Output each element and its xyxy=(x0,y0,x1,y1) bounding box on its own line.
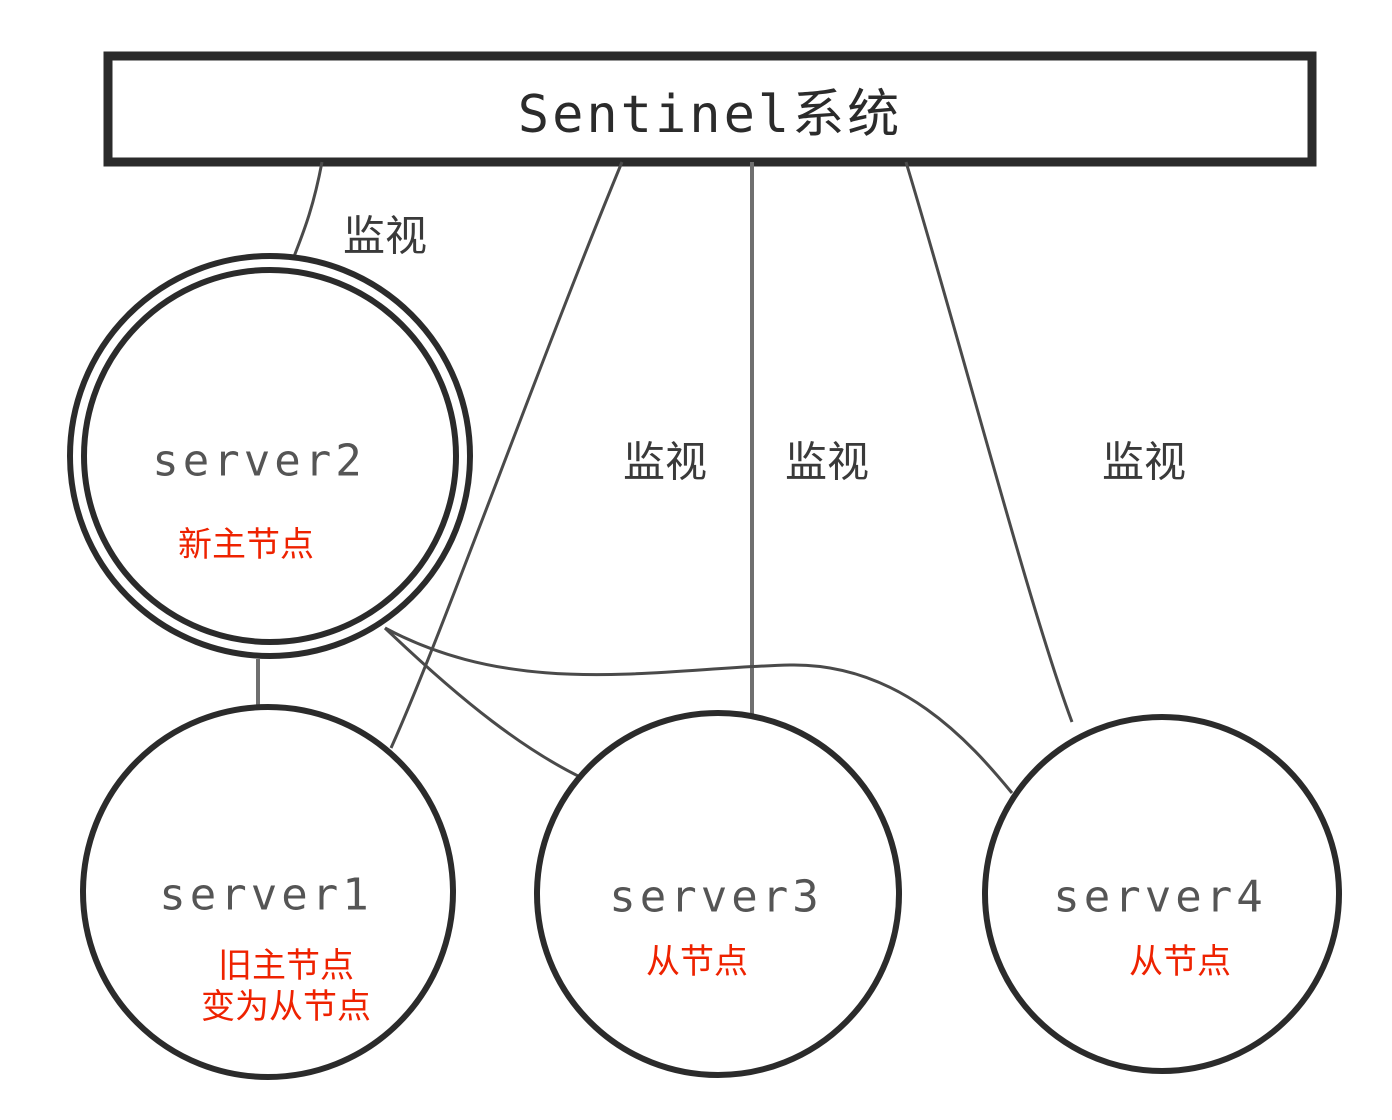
node-server3-circle xyxy=(534,710,902,1078)
monitor-link-server1 xyxy=(389,161,624,749)
node-server4-circle xyxy=(982,714,1342,1074)
monitor-link-server4 xyxy=(904,161,1074,723)
replication-link-server2-server3 xyxy=(383,626,611,792)
sentinel-system-box[interactable] xyxy=(103,51,1317,167)
node-server4[interactable] xyxy=(982,714,1342,1074)
node-server1-circle xyxy=(80,704,456,1080)
monitor-link-server2 xyxy=(290,161,324,263)
replication-link-server2-server4 xyxy=(384,626,1014,794)
node-server3[interactable] xyxy=(534,710,902,1078)
node-server1[interactable] xyxy=(80,704,456,1080)
node-server2[interactable] xyxy=(67,253,473,659)
node-server2-inner-ring xyxy=(81,267,459,645)
